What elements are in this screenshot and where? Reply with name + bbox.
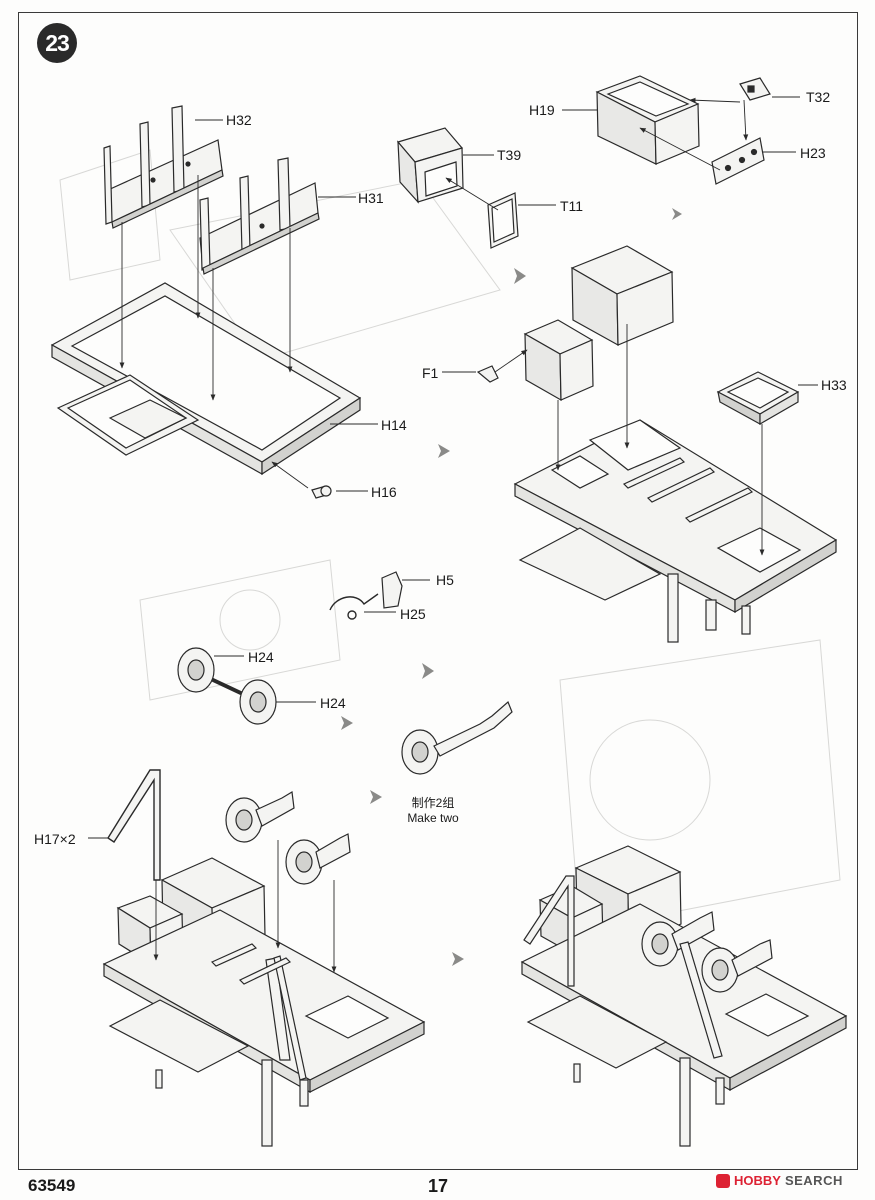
part-h17-bar [107,769,161,881]
label-h19: H19 [529,102,555,118]
part-h33-tray [716,371,800,426]
right-assembly-upper-platform [513,419,838,643]
flow-arrows [341,208,682,966]
leaders-h5-h25 [364,579,430,613]
label-h25: H25 [400,606,426,622]
label-h14: H14 [381,417,407,433]
part-small-box [523,319,594,402]
label-h31: H31 [358,190,384,206]
label-t39: T39 [497,147,522,163]
make-two-note: 制作2组 Make two [393,796,473,826]
ghost-background [59,149,841,931]
label-t32: T32 [806,89,831,105]
label-h32: H32 [226,112,252,128]
lower-left-assembly [102,857,426,1147]
leaders-t39-t11 [445,154,556,211]
part-h32-rack [103,105,224,229]
part-t32 [739,77,771,101]
reel-with-crank [401,700,513,775]
part-h19-housing [595,75,700,165]
part-h23 [711,137,765,185]
part-h14-frame [50,282,362,476]
watermark: HOBBY SEARCH [712,1172,847,1189]
page-frame [18,12,858,1170]
label-t11: T11 [560,198,584,214]
leaders-right-upper [442,324,818,556]
part-t39-box [396,127,464,204]
label-h33: H33 [821,377,847,393]
label-h5: H5 [436,572,454,588]
part-h16 [311,485,332,499]
part-large-box [570,245,674,347]
part-h24-reel-assembly [177,647,277,725]
lower-right-final-assembly [520,845,848,1147]
step-number-badge: 23 [37,23,77,63]
make-two-chinese: 制作2组 [411,796,455,810]
reel-pair [225,791,351,885]
label-h16: H16 [371,484,397,500]
lower-left-arrows [153,840,337,973]
part-h5 [381,571,403,609]
label-h24-lower: H24 [320,695,346,711]
make-two-english: Make two [407,811,459,825]
kit-code: 63549 [28,1176,76,1195]
label-h24-upper: H24 [248,649,274,665]
leaders-upper-left [119,119,378,492]
page-number: 17 [428,1176,449,1196]
watermark-brand: HOBBY [734,1173,781,1188]
hobby-search-logo-icon [716,1173,730,1188]
label-f1: F1 [422,365,439,381]
label-h23: H23 [800,145,826,161]
leaders-h19-t32-h23 [562,96,800,171]
part-t11-door [487,192,519,249]
label-h17: H17×2 [34,831,76,847]
watermark-site: SEARCH [784,1173,843,1188]
part-f1 [476,365,499,383]
leaders-h24 [214,655,316,703]
part-h25 [329,593,379,620]
